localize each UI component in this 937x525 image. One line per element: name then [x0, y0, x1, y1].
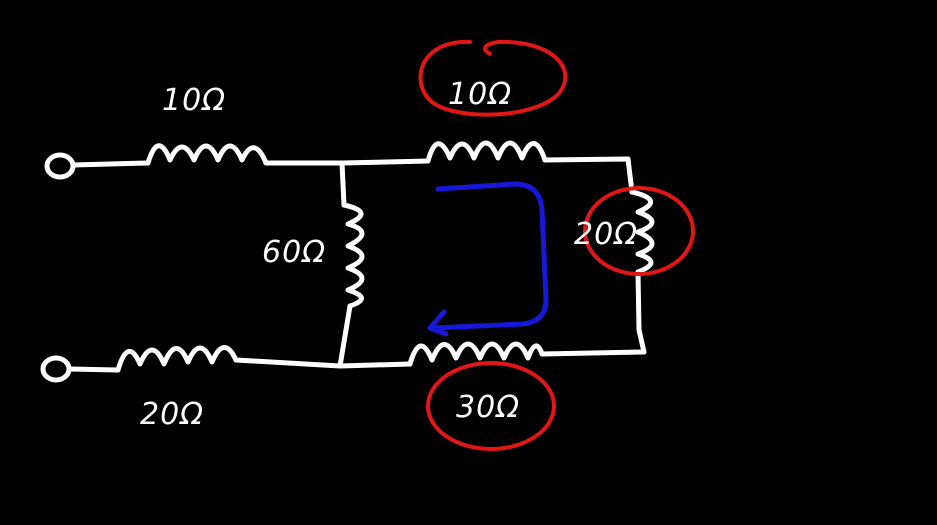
wire-top-right — [542, 156, 635, 195]
loop-arrowhead — [427, 309, 449, 337]
wire-top-middle — [263, 158, 431, 166]
label-resistor-bottom-left: 20Ω — [140, 397, 204, 432]
input-terminal-bottom — [40, 355, 72, 383]
label-resistor-top-left: 10Ω — [162, 83, 226, 118]
label-resistor-right: 20Ω — [574, 217, 638, 252]
label-resistor-top-right: 10Ω — [448, 77, 512, 112]
resistor-bottom-right — [407, 341, 545, 367]
label-resistor-bottom-right: 30Ω — [456, 390, 520, 425]
highlight-circle-top — [418, 39, 568, 117]
label-resistor-middle: 60Ω — [262, 235, 326, 270]
wire-middle-bottom — [337, 303, 353, 369]
loop-arrow — [429, 181, 549, 331]
wire-bottom-right — [539, 349, 647, 357]
resistor-right — [629, 189, 655, 275]
wire-middle-top — [339, 160, 347, 208]
wire-bottom-middle — [233, 357, 413, 369]
resistor-top-left — [145, 143, 269, 166]
highlight-circle-right — [583, 186, 695, 276]
wire-top-left — [70, 160, 151, 168]
wire-bottom-left — [66, 366, 121, 373]
resistor-bottom-left — [115, 345, 239, 373]
input-terminal-top — [44, 152, 76, 180]
resistor-top-right — [425, 140, 548, 164]
highlight-circle-bottom — [426, 361, 556, 451]
resistor-middle — [341, 202, 365, 309]
wire-right-bottom — [635, 269, 647, 355]
